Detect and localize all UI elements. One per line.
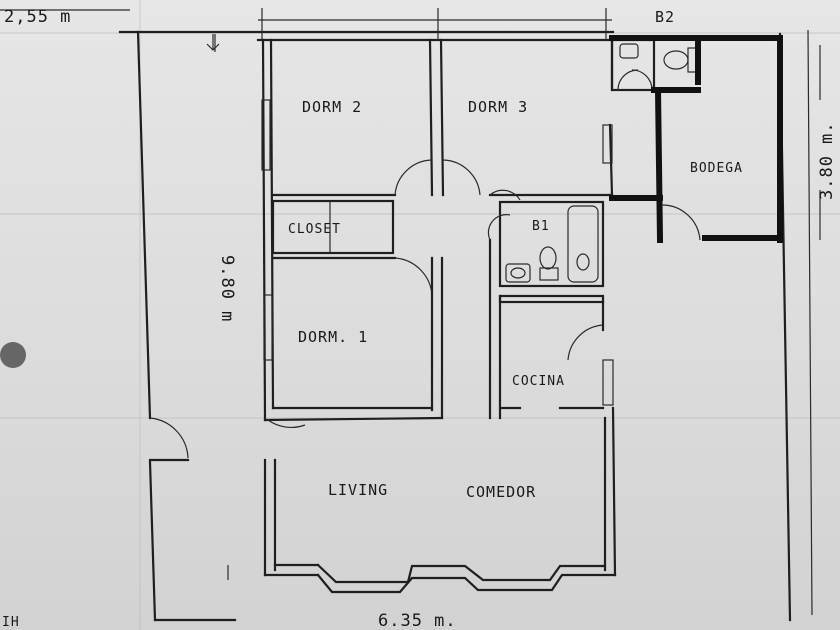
label-closet: CLOSET [288, 222, 341, 237]
dimension-bottom-width: 6.35 m. [378, 611, 457, 630]
label-b1: B1 [532, 219, 550, 234]
dimension-left-height: 9.80 m [217, 255, 237, 322]
site-boundary [0, 9, 813, 622]
dimension-marks [206, 34, 821, 580]
punch-hole [0, 342, 26, 368]
corner-mark: IH [2, 615, 20, 630]
label-living: LIVING [328, 481, 388, 499]
dimension-right-height: 3.80 m. [817, 121, 837, 200]
label-b2: B2 [655, 8, 675, 26]
label-cocina: COCINA [512, 374, 565, 389]
label-bodega: BODEGA [690, 161, 743, 176]
label-dorm-1: DORM. 1 [298, 328, 368, 346]
label-dorm-3: DORM 3 [468, 98, 528, 116]
label-comedor: COMEDOR [466, 483, 536, 501]
house-walls [256, 8, 783, 594]
entry-door [148, 417, 190, 462]
dimension-top-left: 2,55 m [4, 7, 71, 27]
label-dorm-2: DORM 2 [302, 98, 362, 116]
